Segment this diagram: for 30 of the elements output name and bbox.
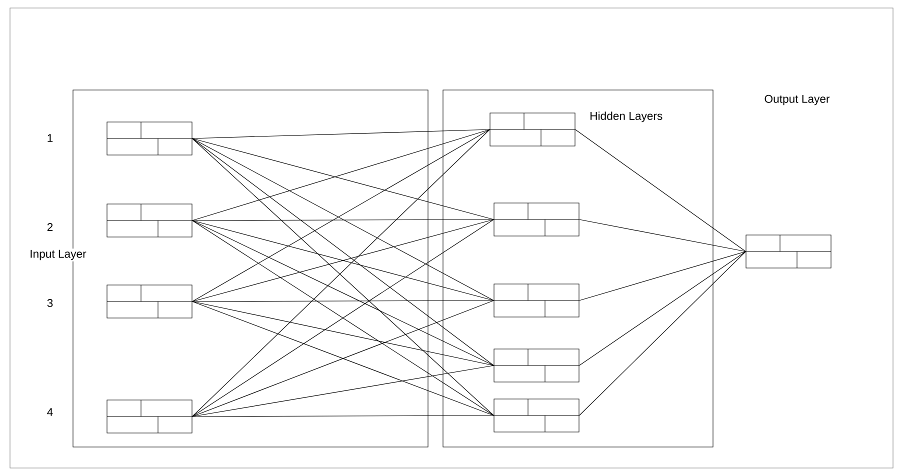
connection-line <box>192 220 494 366</box>
layer-label: 3 <box>46 298 54 308</box>
neuron-box <box>494 398 580 432</box>
neuron-box <box>490 112 576 146</box>
connection-line <box>192 415 494 417</box>
connection-line <box>578 219 746 252</box>
layer-label: 2 <box>46 222 54 232</box>
connection-line <box>192 300 494 302</box>
connection-line <box>192 365 494 417</box>
layer-label: Output Layer <box>762 94 832 106</box>
neuron-box <box>106 122 192 156</box>
layer-label: 4 <box>46 406 54 418</box>
layer-panel: Hidden Layers <box>442 90 714 448</box>
connection-line <box>578 251 746 366</box>
connection-line <box>578 251 746 301</box>
neuron-box <box>106 204 192 238</box>
connection-line <box>578 251 746 416</box>
neuron-box <box>494 202 580 236</box>
neuron-box <box>106 400 192 434</box>
neuron-box <box>746 234 832 268</box>
neuron-box <box>494 284 580 318</box>
layer-label: 1 <box>46 132 54 144</box>
connection-line <box>192 138 494 366</box>
connection-line <box>192 301 494 366</box>
neuron-box <box>494 348 580 382</box>
layer-label: Input Layer <box>28 248 88 262</box>
neuron-box <box>106 284 192 318</box>
connection-line <box>192 219 494 221</box>
connection-line <box>574 129 746 252</box>
connection-line <box>192 129 490 139</box>
